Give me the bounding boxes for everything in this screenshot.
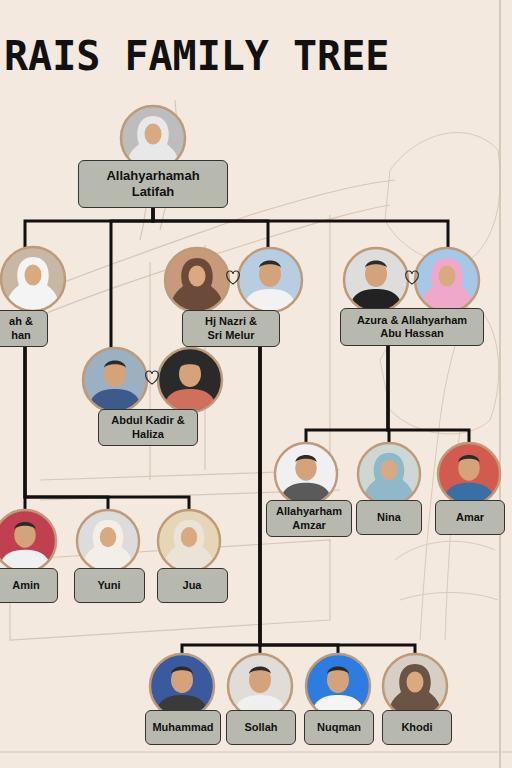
portrait-photo [83,348,147,414]
family-box: Hj Nazri & Sri Melur [182,310,280,347]
family-box: Muhammad [145,710,221,745]
family-box: Amin [0,568,58,603]
person-name: Amin [12,579,40,592]
portrait-photo [344,248,408,314]
family-box: Sollah [226,710,296,745]
heart-symbol [406,271,419,284]
family-box: Jua [157,568,228,603]
photo-ring [150,654,214,718]
photo-ring [275,443,337,505]
family-box: Khodi [382,710,452,745]
photo-ring [358,443,420,505]
photo-ring [438,443,500,505]
photo-ring [383,654,447,718]
person-name: Amar [456,511,484,524]
portrait-photo [358,443,420,507]
diagram-title: RAIS FAMILY TREE [4,36,389,76]
portrait-photo [77,510,139,574]
photo-ring [228,654,292,718]
portrait-photo [438,443,500,507]
portrait-photo [415,248,479,314]
portrait-photo [158,348,222,414]
person-name: Azura & Allahyarham Abu Hassan [350,314,475,340]
person-name: Muhammad [152,721,213,734]
frame-line [0,751,512,752]
person-name: Allahyarham Amzar [273,505,345,531]
person-name: Sollah [244,721,277,734]
portrait-photo [1,247,65,313]
person-name: Hj Nazri & Sri Melur [200,315,262,341]
photo-ring [415,248,479,312]
person-name: Nuqman [317,721,361,734]
portrait-photo [238,248,302,314]
family-box: Allahyarhamah Latifah [78,160,228,208]
photo-ring [306,654,370,718]
family-box: Azura & Allahyarham Abu Hassan [340,308,484,346]
photo-ring [1,247,65,311]
portrait-photo [165,248,229,314]
portrait-photo [158,510,220,574]
title-layer: RAIS FAMILY TREE [0,0,512,100]
family-box: Nuqman [304,710,374,745]
photo-ring [77,510,139,572]
frame-line [499,0,501,768]
family-box: Amar [435,500,505,535]
person-name: Nina [377,511,401,524]
tree-crown [385,133,500,263]
family-box: Nina [356,500,422,535]
person-name: Khodi [401,721,432,734]
heart-symbol [146,371,159,384]
heart-symbol [227,271,240,284]
family-box: Abdul Kadir & Haliza [98,409,198,446]
person-name: Yuni [97,579,120,592]
portrait-photo [0,510,56,574]
portrait-photo [275,443,337,507]
person-name: Allahyarhamah Latifah [94,168,212,199]
tree-sketch [380,133,500,640]
family-box: Allahyarham Amzar [266,500,352,537]
tree-scribble [395,541,498,600]
family-box: ah & han [0,310,48,347]
person-name: ah & han [4,315,38,341]
photo-ring [344,248,408,312]
person-name: Jua [183,579,202,592]
photo-ring [83,348,147,412]
person-name: Abdul Kadir & Haliza [105,414,191,440]
house-sketch [10,100,395,640]
photo-ring [0,510,56,572]
photo-ring [158,348,222,412]
photo-ring [165,248,229,312]
photo-ring [238,248,302,312]
family-box: Yuni [74,568,145,603]
photo-ring [158,510,220,572]
